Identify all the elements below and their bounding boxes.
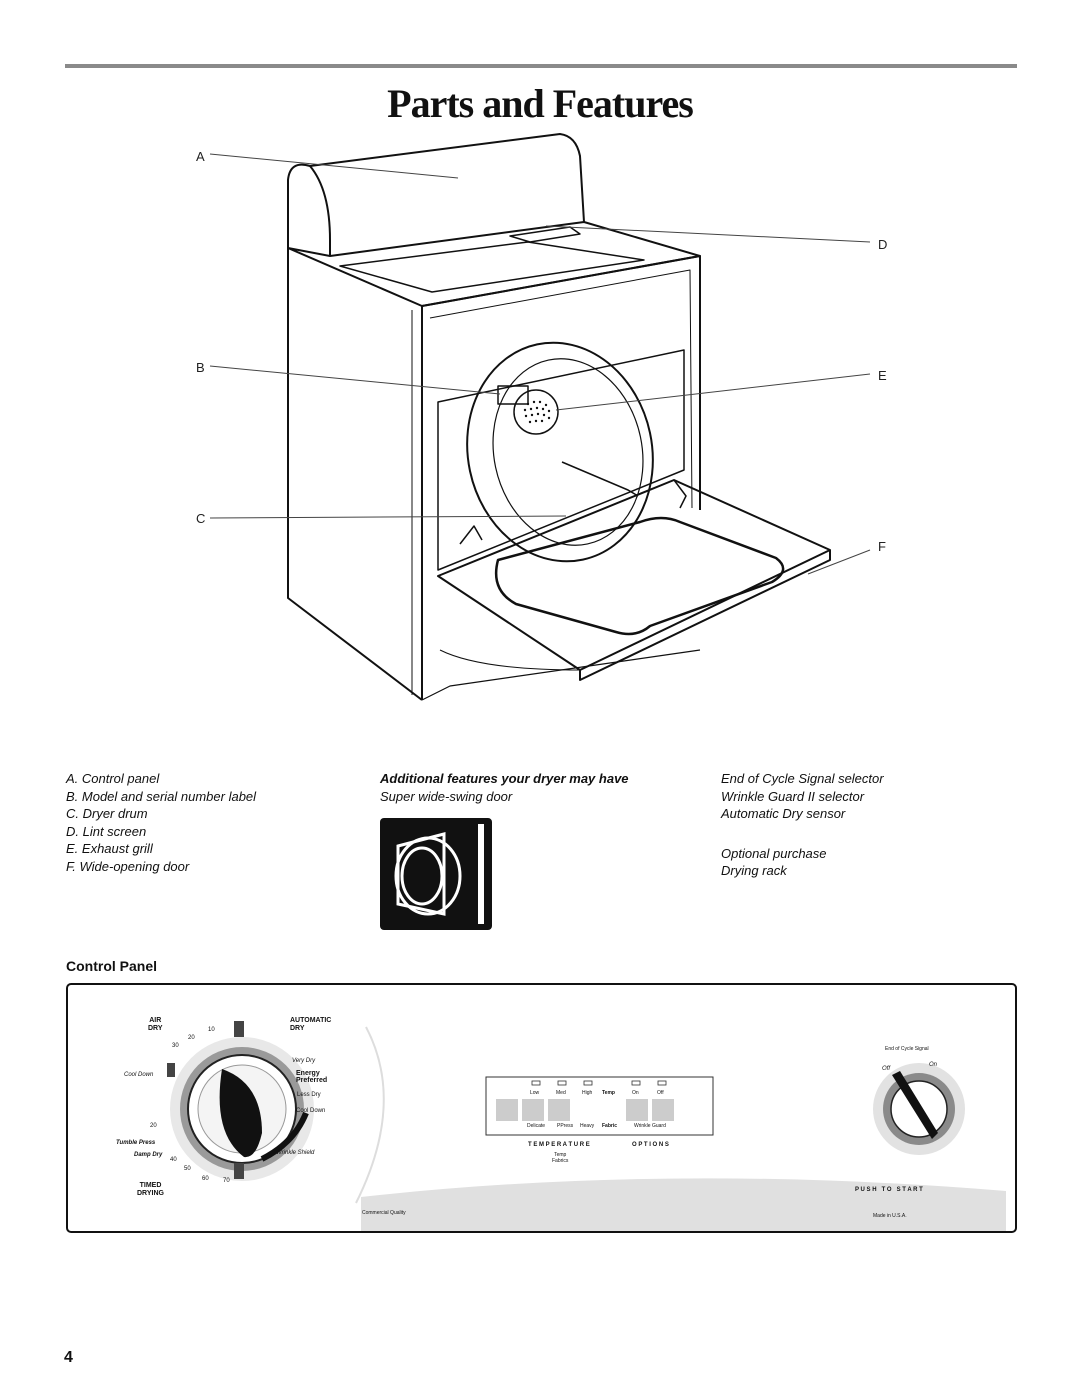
very-dry-label: Very Dry	[292, 1058, 316, 1064]
list-item: End of Cycle Signal selector	[721, 771, 884, 786]
heavy-label: Heavy	[580, 1123, 595, 1129]
less-dry-label: Less Dry	[297, 1092, 321, 1098]
panel-swoosh	[361, 1178, 1006, 1231]
knob-on-label: On	[929, 1062, 938, 1068]
callout-e: E	[878, 368, 887, 383]
optional-purchase: Optional purchase	[721, 845, 827, 861]
exhaust-grill	[513, 389, 559, 435]
cool-down-right-label: Cool Down	[296, 1108, 326, 1114]
list-item: Automatic Dry sensor	[721, 806, 846, 822]
features-list: End of Cycle Signal selector Wrinkle Gua…	[721, 770, 884, 880]
callout-line-b	[209, 365, 501, 395]
list-item: E. Exhaust grill	[66, 841, 153, 857]
temperature-heading: T E M P E R A T U R E	[528, 1142, 590, 1148]
dryer-illustration	[209, 133, 871, 701]
page-number: 4	[64, 1349, 73, 1366]
list-item: D. Lint screen	[66, 823, 147, 839]
list-item: Wrinkle Guard II selector	[721, 788, 865, 804]
tumble-press-label: Tumble Press	[116, 1140, 156, 1146]
dryer-drum	[466, 341, 654, 563]
door-opening	[437, 349, 685, 571]
cycle-dial	[167, 1021, 314, 1181]
lint-screen	[561, 461, 639, 497]
low-label: Low	[530, 1090, 540, 1096]
callout-d: D	[878, 237, 888, 252]
callout-b: B	[196, 360, 205, 375]
additional-item: Super wide-swing door	[380, 788, 513, 804]
damp-dry-label: Damp Dry	[134, 1152, 163, 1158]
additional-heading: Additional features your dryer may have	[380, 771, 629, 786]
dial-number: 10	[208, 1027, 215, 1033]
dial-number: 50	[184, 1166, 191, 1172]
temp-key-label: Temp	[602, 1090, 615, 1096]
knob-off-label: Off	[882, 1066, 891, 1072]
wrinkle-shield-label: Wrinkle Shield	[276, 1150, 315, 1156]
push-to-start-label: P U S H T O S T A R T	[855, 1187, 923, 1193]
top-rule	[65, 64, 1017, 68]
made-in-label: Made in U.S.A.	[873, 1213, 907, 1219]
dial-number: 70	[223, 1178, 230, 1184]
ppress-label: PPress	[557, 1123, 574, 1129]
commercial-quality-label: Commercial Quality	[362, 1210, 406, 1216]
callout-a: A	[196, 149, 205, 164]
list-item: B. Model and serial number label	[66, 788, 257, 804]
control-panel-heading: Control Panel	[66, 958, 158, 974]
callout-c: C	[196, 511, 206, 526]
list-item: F. Wide-opening door	[66, 858, 190, 874]
parts-list: A. Control panel B. Model and serial num…	[66, 770, 256, 876]
super-wide-swing-door-icon	[380, 818, 492, 930]
console-body	[287, 133, 585, 248]
additional-features: Additional features your dryer may have …	[380, 770, 629, 805]
wrinkle-guard-label: Wrinkle Guard	[634, 1123, 666, 1129]
delicate-label: Delicate	[527, 1123, 546, 1129]
callout-f: F	[878, 539, 886, 554]
model-label	[497, 385, 529, 405]
end-of-cycle-label: End of Cycle Signal	[885, 1046, 929, 1052]
options-heading: O P T I O N S	[632, 1142, 669, 1148]
callout-line-d	[545, 225, 871, 243]
list-item: A. Control panel	[66, 771, 160, 786]
off-option-label: Off	[657, 1090, 664, 1096]
cool-down-left-label: Cool Down	[124, 1072, 154, 1078]
dial-number: 30	[172, 1043, 179, 1049]
callout-line-c	[209, 515, 567, 519]
list-item: C. Dryer drum	[66, 806, 148, 822]
on-option-label: On	[632, 1090, 639, 1096]
page-title: Parts and Features	[387, 81, 694, 126]
end-of-cycle-knob	[873, 1063, 965, 1155]
callout-line-a	[209, 153, 459, 179]
options-box	[485, 1076, 714, 1136]
drying-rack: Drying rack	[721, 863, 787, 879]
callout-line-f	[807, 549, 871, 575]
dryer-top	[287, 221, 701, 307]
fabric-key-label: Fabric	[602, 1123, 618, 1129]
dial-number: 20	[150, 1123, 157, 1129]
dial-number: 40	[170, 1157, 177, 1163]
dial-number: 60	[202, 1176, 209, 1182]
dial-number: 20	[188, 1035, 195, 1041]
control-panel	[66, 983, 1017, 1233]
med-label: Med	[556, 1090, 566, 1096]
callout-line-e	[555, 373, 871, 411]
high-label: High	[582, 1090, 593, 1096]
dryer-side	[287, 248, 423, 701]
